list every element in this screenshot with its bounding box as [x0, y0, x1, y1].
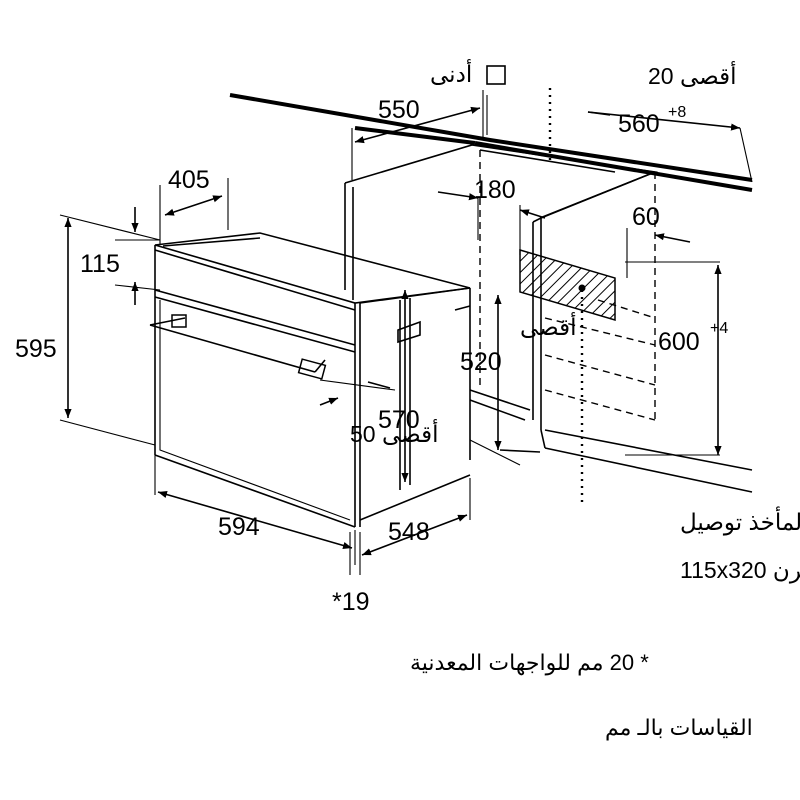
dim-548: 548	[388, 518, 430, 546]
oven	[149, 232, 471, 528]
dim-595: 595	[15, 335, 57, 363]
label-min: أدنى	[430, 59, 472, 87]
dim-560: 560	[618, 110, 660, 138]
max20-box-icon	[486, 65, 506, 85]
dim-570: 570	[378, 406, 420, 434]
note-metal-fronts: * 20 مم للواجهات المعدنية	[410, 650, 649, 676]
label-max: أقصى	[520, 312, 577, 340]
label-max20: أقصى 20	[648, 61, 736, 89]
label-connection-2: الفرن 115x320	[680, 557, 800, 584]
dimension-lines	[59, 88, 753, 575]
dim-600-sup: +4	[710, 320, 728, 337]
dim-594: 594	[218, 513, 260, 541]
dim-560-sup: +8	[668, 104, 686, 121]
dim-60: 60	[632, 203, 660, 231]
dim-550: 550	[378, 96, 420, 124]
dim-405: 405	[168, 166, 210, 194]
dim-520: 520	[460, 348, 502, 376]
dim-600: 600	[658, 328, 700, 356]
cabinet-niche	[344, 144, 753, 493]
socket-area	[519, 248, 616, 322]
dim-115: 115	[80, 250, 120, 278]
label-connection-1: حيز لمأخذ توصيل	[680, 506, 800, 536]
dim-19: *19	[332, 588, 370, 616]
dim-180: 180	[474, 176, 516, 204]
label-max50: أقصى 50	[350, 419, 438, 447]
note-units: القياسات بالـ مم	[605, 715, 753, 741]
